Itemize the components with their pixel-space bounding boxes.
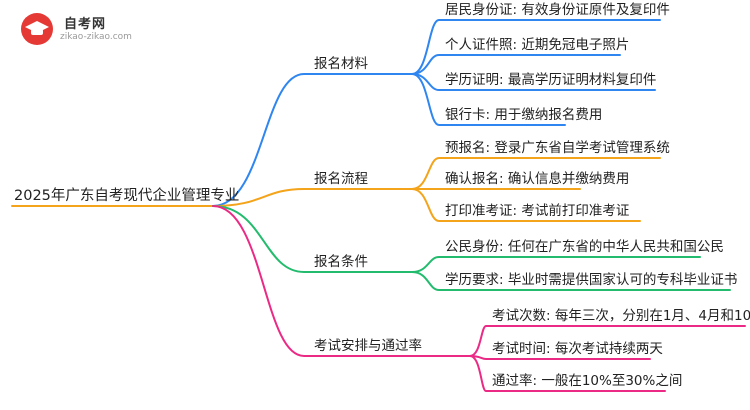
leaf-node-1-2: 打印准考证: 考试前打印准考证	[445, 203, 630, 219]
graduation-cap-icon	[21, 13, 53, 45]
branch-node-2: 报名条件	[314, 254, 368, 270]
branch-connector-2	[212, 205, 413, 273]
leaf-node-3-2: 通过率: 一般在10%至30%之间	[492, 373, 683, 389]
leaf-connector-3-2	[469, 355, 666, 392]
leaf-node-3-1: 考试时间: 每次考试持续两天	[492, 341, 663, 357]
leaf-node-2-1: 学历要求: 毕业时需提供国家认可的专科毕业证书	[445, 272, 738, 288]
logo-url: zikao-zikao.com	[60, 32, 132, 42]
branch-node-0: 报名材料	[314, 56, 368, 72]
logo-title: 自考网	[64, 17, 107, 32]
leaf-node-0-2: 学历证明: 最高学历证明材料复印件	[445, 72, 657, 88]
branch-connector-0	[212, 73, 413, 207]
site-logo: 自考网 zikao-zikao.com	[20, 8, 140, 48]
leaf-node-2-0: 公民身份: 任何在广东省的中华人民共和国公民	[445, 239, 724, 255]
leaf-node-3-0: 考试次数: 每年三次，分别在1月、4月和10月	[492, 308, 750, 324]
leaf-connector-1-0	[411, 157, 661, 190]
leaf-node-0-3: 银行卡: 用于缴纳报名费用	[445, 107, 603, 123]
leaf-connector-2-1	[411, 271, 731, 291]
leaf-connector-2-0	[411, 256, 701, 273]
leaf-connector-0-0	[411, 19, 661, 75]
leaf-connector-0-1	[411, 54, 621, 75]
leaf-node-0-0: 居民身份证: 有效身份证原件及复印件	[445, 2, 670, 18]
leaf-node-0-1: 个人证件照: 近期免冠电子照片	[445, 37, 630, 53]
branch-connector-3	[212, 205, 471, 357]
leaf-node-1-1: 确认报名: 确认信息并缴纳费用	[445, 171, 630, 187]
leaf-connector-0-3	[411, 73, 566, 126]
branch-node-3: 考试安排与通过率	[314, 338, 422, 354]
leaf-connector-3-0	[469, 325, 746, 357]
branch-connector-1	[212, 188, 413, 207]
root-node: 2025年广东自考现代企业管理专业	[14, 188, 240, 204]
branch-node-1: 报名流程	[314, 171, 368, 187]
leaf-connector-1-2	[411, 188, 641, 222]
leaf-node-1-0: 预报名: 登录广东省自学考试管理系统	[445, 140, 670, 156]
